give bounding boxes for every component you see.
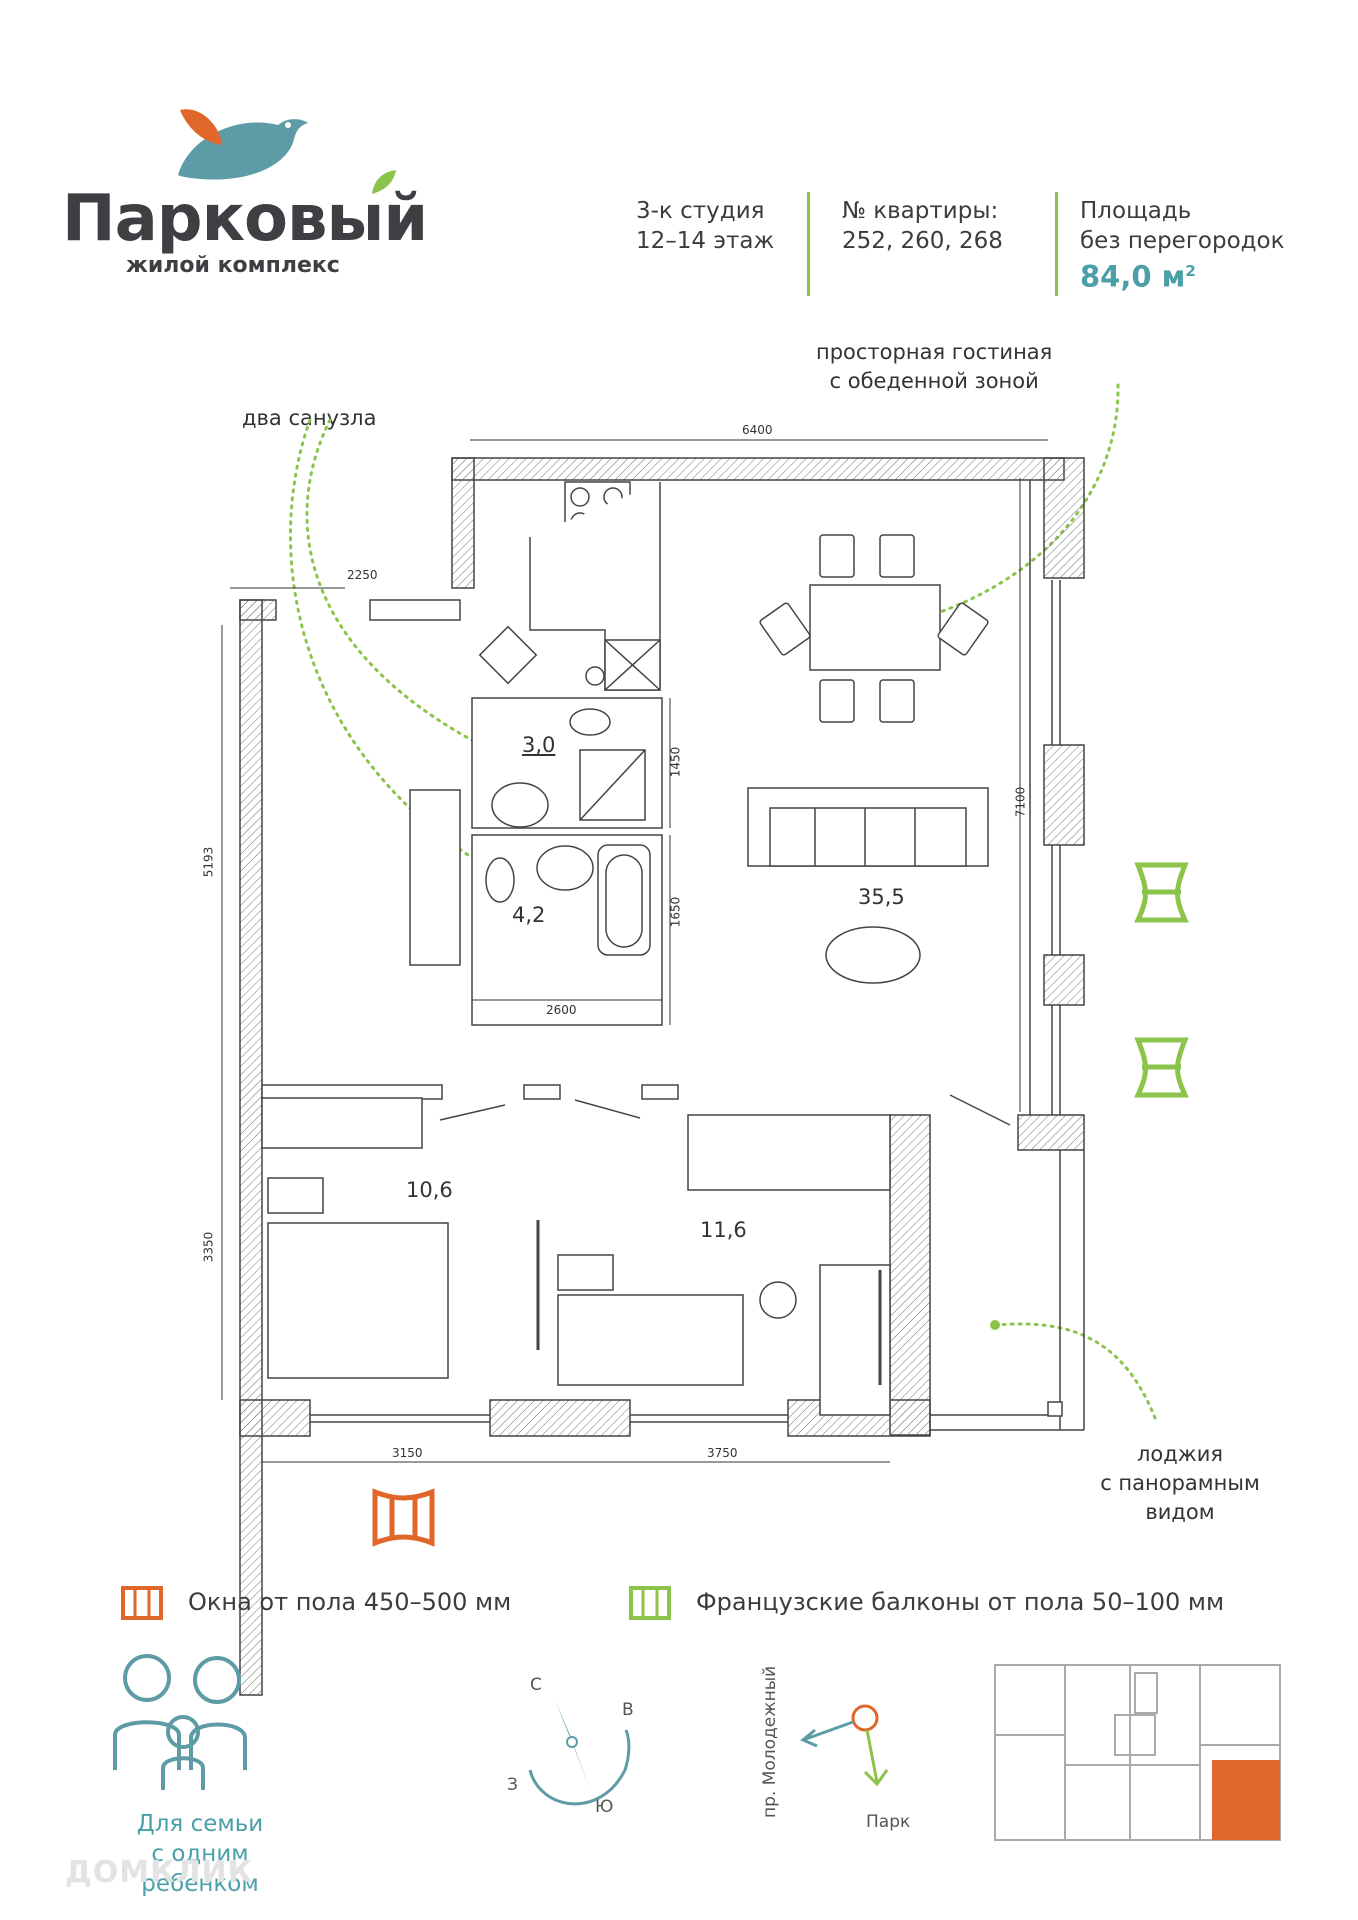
logo-bird-icon [178, 109, 308, 180]
divider [807, 192, 810, 296]
apartment-type: 3-к студия 12–14 этаж [636, 196, 774, 256]
callout-living-line2: с обеденной зоной [829, 369, 1039, 393]
apt-numbers-label: № квартиры: [842, 198, 999, 224]
compass-north: С [530, 1675, 542, 1695]
callout-loggia-line2: с панорамным [1100, 1471, 1260, 1495]
dim-right-side: 7100 [1013, 786, 1028, 818]
callout-two-bathrooms: два санузла [242, 406, 377, 430]
dim-left-top: 2250 [347, 568, 378, 582]
callout-living-line1: просторная гостиная [816, 340, 1053, 364]
bathrooms [471, 697, 663, 1026]
logo-subtitle: жилой комплекс [126, 253, 340, 278]
room-area-bedroom1: 10,6 [406, 1178, 453, 1202]
french-balcony-icon [1134, 862, 1189, 1098]
dim-bottom-left: 3150 [392, 1446, 423, 1460]
window-floor-icon [372, 1488, 435, 1547]
dimension-lines [221, 439, 1048, 1463]
location-arrows-icon [800, 1704, 889, 1787]
dining-set [759, 534, 989, 723]
building-floor-map [994, 1664, 1281, 1841]
green-window-icon [629, 1586, 671, 1620]
family-line2: с одним ребенком [141, 1841, 259, 1897]
room-area-bath: 4,2 [512, 903, 546, 927]
callout-loggia: лоджия с панорамным видом [1080, 1440, 1280, 1527]
divider [1055, 192, 1058, 296]
bedrooms-furniture [261, 789, 891, 1416]
legend-green-balconies: Французские балконы от пола 50–100 мм [696, 1588, 1225, 1616]
callout-dot [990, 1320, 1000, 1330]
compass-icon [528, 1700, 631, 1806]
dim-bottom-right: 3750 [707, 1446, 738, 1460]
compass-south: Ю [595, 1797, 614, 1817]
family-icon [113, 1654, 247, 1790]
area-label: Площадь [1080, 198, 1192, 224]
dim-bath-width: 2600 [546, 1003, 577, 1017]
room-area-bedroom2: 11,6 [700, 1218, 747, 1242]
room-area-wc: 3,0 [522, 733, 556, 757]
dim-wc-height: 1450 [668, 746, 683, 778]
sofa [747, 787, 989, 984]
compass-west: З [507, 1775, 518, 1795]
area-value: 84,0 м2 [1080, 256, 1285, 292]
family-caption: Для семьи с одним ребенком [100, 1809, 300, 1899]
street-label: пр. Молодежный [760, 1665, 780, 1818]
dim-left-side: 5193 [201, 846, 216, 878]
callout-living-room: просторная гостиная с обеденной зоной [816, 338, 1052, 396]
dim-bedroom-height: 3350 [201, 1231, 216, 1263]
apartment-type-label: 3-к студия [636, 198, 765, 224]
callout-loggia-line3: видом [1145, 1500, 1215, 1524]
leaf-icon [372, 170, 396, 194]
compass-east: В [622, 1700, 634, 1720]
area-label-2: без перегородок [1080, 228, 1285, 254]
callout-loggia-line1: лоджия [1137, 1442, 1223, 1466]
dim-top: 6400 [742, 423, 773, 437]
watermark: ДОМКЛИК [65, 1855, 254, 1890]
logo-title: Парковый [62, 182, 428, 256]
family-line1: Для семьи [136, 1811, 264, 1837]
area-block: Площадь без перегородок 84,0 м2 [1080, 196, 1285, 292]
orange-window-icon [121, 1586, 163, 1620]
dim-bath-height: 1650 [668, 896, 683, 928]
apartment-numbers: № квартиры: 252, 260, 268 [842, 196, 1003, 256]
area-number: 84,0 м [1080, 259, 1186, 294]
legend-orange-windows: Окна от пола 450–500 мм [188, 1588, 512, 1616]
area-unit-sup: 2 [1185, 262, 1196, 280]
doors [439, 1094, 1011, 1126]
apt-numbers-value: 252, 260, 268 [842, 228, 1003, 254]
room-area-living: 35,5 [858, 885, 905, 909]
floor-range: 12–14 этаж [636, 228, 775, 254]
kitchen [478, 481, 661, 691]
walls [239, 457, 1085, 1696]
park-label: Парк [866, 1812, 911, 1832]
